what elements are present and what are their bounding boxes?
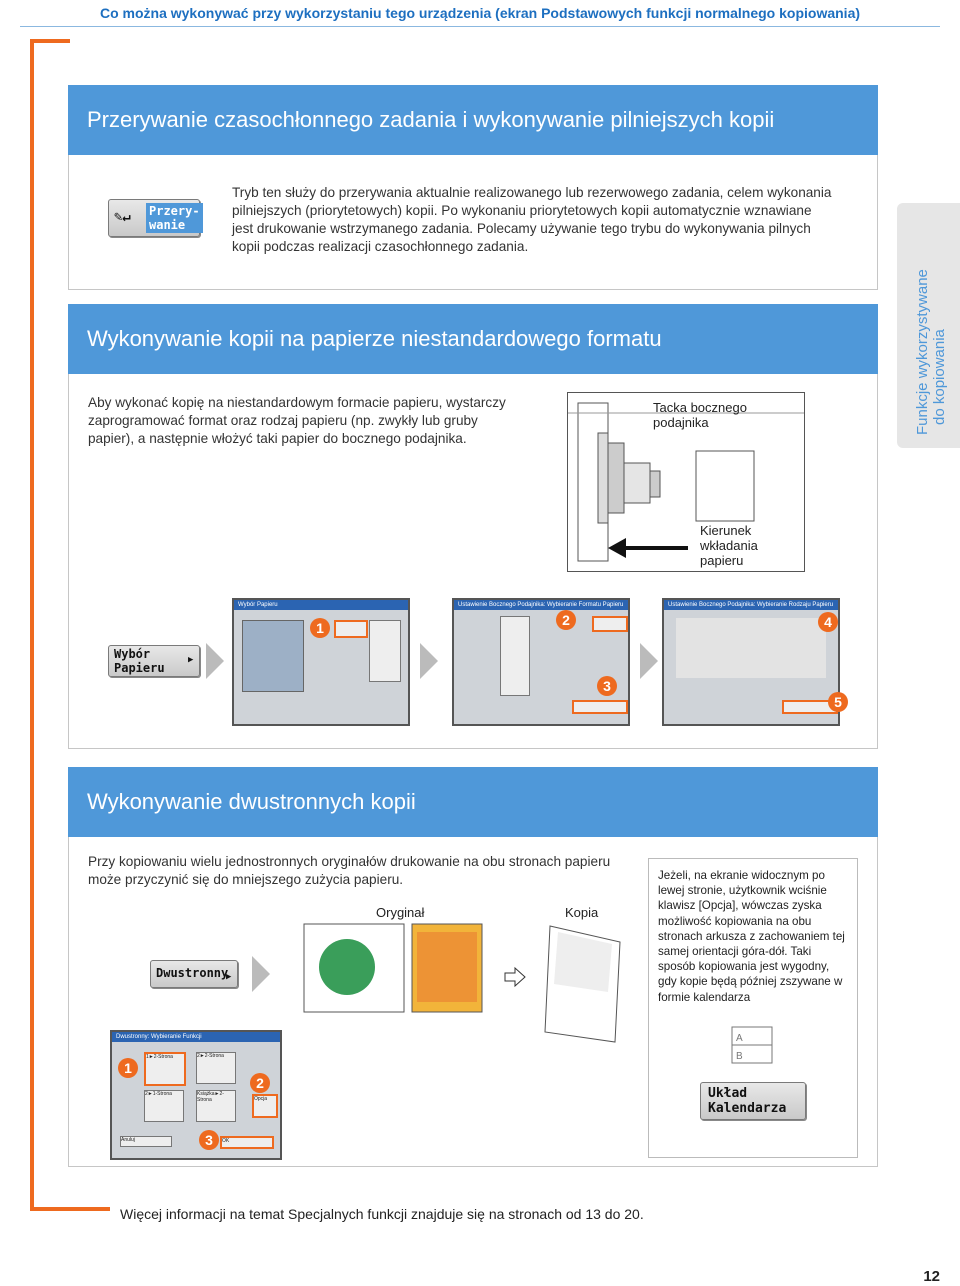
step-badge-4: 4 xyxy=(818,612,838,632)
printer-graphic xyxy=(242,620,304,692)
svg-text:Funkcje wykorzystywane: Funkcje wykorzystywane xyxy=(914,269,931,435)
cancel-button[interactable]: Anuluj xyxy=(120,1136,172,1147)
arrow-right-icon: ▶ xyxy=(188,655,194,665)
duplex-screen-title: Dwustronny: Wybieranie Funkcji xyxy=(112,1032,280,1042)
side-tab xyxy=(897,203,960,448)
section-custom-paper-title: Wykonywanie kopii na papierze niestandar… xyxy=(68,304,878,374)
flow-arrow-2 xyxy=(420,643,438,679)
calendar-note-text: Jeżeli, na ekranie widocznym po lewej st… xyxy=(658,869,845,1004)
arrow-right-icon: ▶ xyxy=(226,972,232,982)
tray-illustration xyxy=(567,392,805,572)
section-interrupt-text: Tryb ten służy do przerywania aktualnie … xyxy=(232,185,832,254)
calendar-layout-key[interactable]: Układ Kalendarza xyxy=(700,1082,806,1120)
paper-type-screen: Ustawienie Bocznego Podajnika: Wybierani… xyxy=(662,598,840,726)
direction-arrow xyxy=(608,538,688,558)
side-tab-label: Funkcje wykorzystywane do kopiowania xyxy=(897,203,960,448)
book-to-two-button[interactable]: Książka►2-Strona xyxy=(196,1090,236,1122)
screen2-title: Ustawienie Bocznego Podajnika: Wybierani… xyxy=(454,600,628,610)
flow-arrow-4 xyxy=(252,956,270,992)
option-button[interactable]: Opcja xyxy=(252,1094,278,1118)
one-to-two-button[interactable]: 1►2-Strona xyxy=(144,1052,186,1086)
paper-select-key[interactable]: Wybór Papieru ▶ xyxy=(108,645,200,677)
copy-sheet xyxy=(544,925,621,1043)
section-interrupt-title: Przerywanie czasochłonnego zadania i wyk… xyxy=(68,85,878,155)
interrupt-key[interactable]: ✎↵ Przery- wanie xyxy=(108,199,203,237)
section-duplex-title: Wykonywanie dwustronnych kopii xyxy=(68,767,878,837)
format-list xyxy=(500,616,530,696)
footer-note: Więcej informacji na temat Specjalnych f… xyxy=(120,1206,644,1222)
original-label: Oryginał xyxy=(376,905,425,920)
duplex-badge-3: 3 xyxy=(199,1130,219,1150)
copy-label: Kopia xyxy=(565,905,599,920)
next-button[interactable] xyxy=(572,700,628,714)
original-pages xyxy=(303,923,483,1013)
duplex-badge-1: 1 xyxy=(118,1058,138,1078)
orange-guide-bottom xyxy=(30,1207,110,1211)
transform-arrow-icon xyxy=(504,966,526,988)
direction-label: Kierunek wkładania papieru xyxy=(700,523,758,568)
custom-format-button[interactable] xyxy=(592,616,628,632)
duplex-key-label: Dwustronny xyxy=(156,966,229,980)
screen3-title: Ustawienie Bocznego Podajnika: Wybierani… xyxy=(664,600,838,610)
orange-guide-top xyxy=(30,39,70,43)
flow-arrow-1 xyxy=(206,643,224,679)
ok-button[interactable]: OK xyxy=(220,1136,274,1149)
tray-drawing xyxy=(568,402,804,562)
page-number: 12 xyxy=(923,1268,940,1285)
type-options xyxy=(676,618,826,678)
duplex-key[interactable]: Dwustronny ▶ xyxy=(150,960,238,988)
svg-text:A: A xyxy=(736,1033,743,1044)
flow-arrow-3 xyxy=(640,643,658,679)
page-header: Co można wykonywać przy wykorzystaniu te… xyxy=(99,5,861,21)
header-divider xyxy=(20,26,940,27)
calendar-layout-label: Układ Kalendarza xyxy=(708,1086,787,1116)
interrupt-key-icon: ✎↵ xyxy=(114,209,131,225)
bypass-button[interactable] xyxy=(334,620,368,638)
two-to-one-button[interactable]: 2►1-Strona xyxy=(144,1090,184,1122)
tray-label: Tacka bocznego podajnika xyxy=(653,400,747,430)
screen1-title: Wybór Papieru xyxy=(234,600,408,610)
interrupt-key-label: Przery- wanie xyxy=(146,203,203,233)
paper-format-screen: Ustawienie Bocznego Podajnika: Wybierani… xyxy=(452,598,630,726)
calendar-page-icon: A B xyxy=(731,1026,773,1064)
paper-list xyxy=(369,620,401,682)
step-badge-5: 5 xyxy=(828,692,848,712)
two-to-two-button[interactable]: 2►2-Strona xyxy=(196,1052,236,1084)
step-badge-1: 1 xyxy=(310,618,330,638)
paper-select-label: Wybór Papieru xyxy=(114,647,165,675)
duplex-badge-2: 2 xyxy=(250,1073,270,1093)
orange-guide-vertical xyxy=(30,39,34,1211)
calendar-note-box xyxy=(648,858,858,1158)
svg-text:B: B xyxy=(736,1051,743,1062)
svg-text:do kopiowania: do kopiowania xyxy=(931,328,948,425)
section-duplex-text: Przy kopiowaniu wielu jednostronnych ory… xyxy=(88,854,611,887)
section-custom-paper-text: Aby wykonać kopię na niestandardowym for… xyxy=(88,395,506,446)
step-badge-3: 3 xyxy=(597,676,617,696)
step-badge-2: 2 xyxy=(556,610,576,630)
duplex-screen: Dwustronny: Wybieranie Funkcji 1►2-Stron… xyxy=(110,1030,282,1160)
